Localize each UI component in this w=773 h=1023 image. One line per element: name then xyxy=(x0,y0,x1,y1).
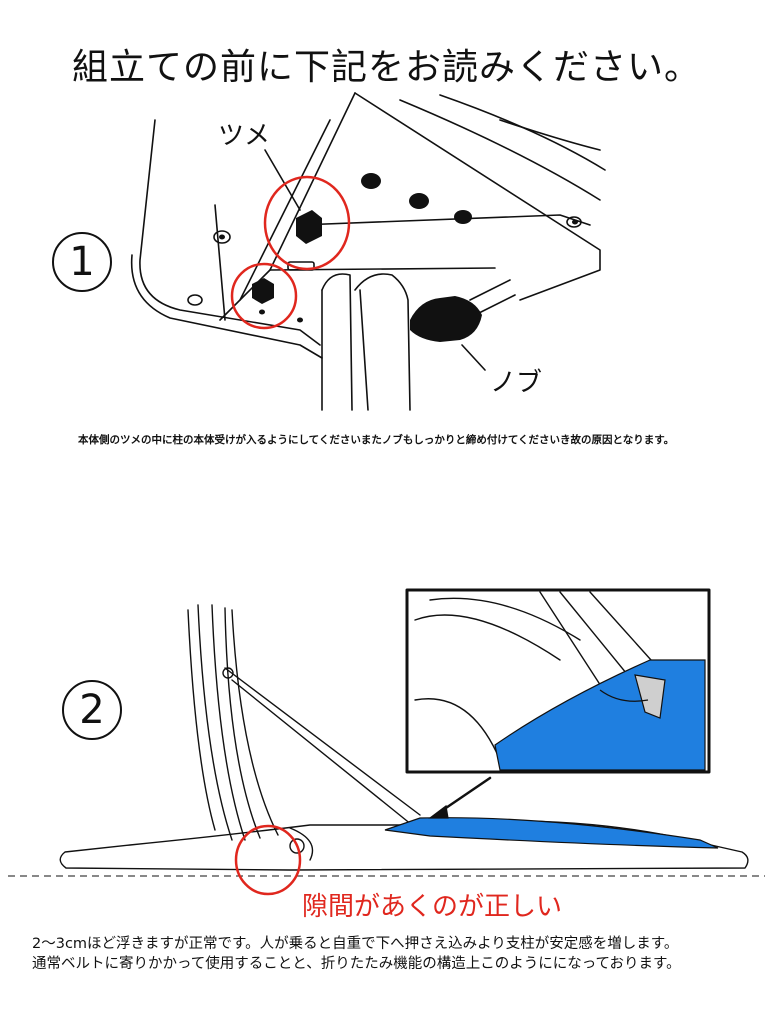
gap-label: 隙間があくのが正しい xyxy=(302,892,563,922)
step1-illustration xyxy=(130,92,606,411)
step2-footrest xyxy=(384,659,719,849)
step1-red-circles xyxy=(230,175,351,330)
step1-fill-details xyxy=(219,173,578,342)
inset-bracket xyxy=(634,674,666,719)
step1-note: 本体側のツメの中に柱の本体受けが入るようにしてくださいまたノブもしっかりと締め付… xyxy=(78,434,675,446)
inset-bar xyxy=(599,689,649,702)
tsume-highlight-lower xyxy=(230,262,298,330)
step2-description: 2〜3cmほど浮きますが正常です。人が乗ると自重で下へ押さえ込みより支柱が安定感… xyxy=(32,934,752,974)
step2-illustration xyxy=(59,588,749,871)
knob-label: ノブ xyxy=(490,368,543,398)
step1-number: 1 xyxy=(52,232,112,292)
gap-highlight xyxy=(234,824,302,896)
tsume-label: ツメ xyxy=(218,121,271,151)
footrest-blue-main xyxy=(384,817,719,849)
step2-number: 2 xyxy=(62,680,122,740)
footrest-blue-inset xyxy=(494,659,706,771)
description-line-1: 2〜3cmほど浮きますが正常です。人が乗ると自重で下へ押さえ込みより支柱が安定感… xyxy=(32,936,679,952)
arrow-head xyxy=(428,804,449,819)
page-title: 組立ての前に下記をお読みください。 xyxy=(71,47,701,88)
description-line-2: 通常ベルトに寄りかかって使用することと、折りたたみ機能の構造上このようにになって… xyxy=(32,956,681,972)
tsume-highlight-upper xyxy=(263,175,351,271)
